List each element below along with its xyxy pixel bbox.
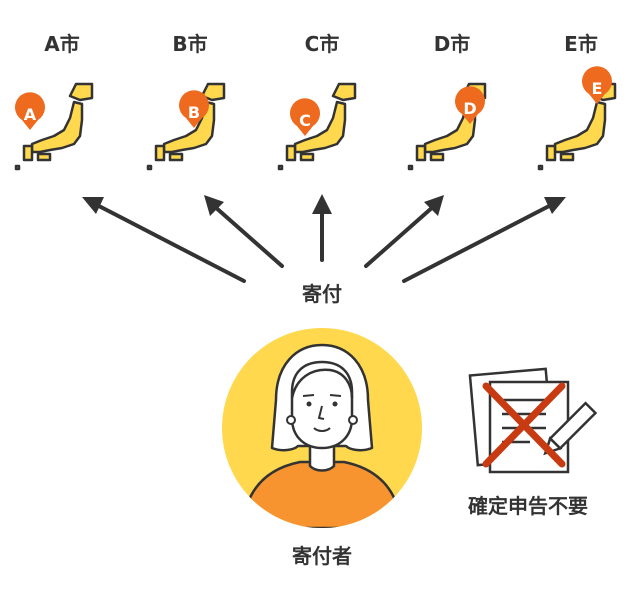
eye — [332, 401, 338, 407]
pin-c: C — [290, 98, 321, 136]
pin-a: A — [14, 92, 45, 130]
eyebrow — [302, 394, 315, 397]
no-tax-return-icon — [468, 367, 598, 474]
location-pin-icon — [582, 66, 612, 104]
hair-fringe — [290, 368, 354, 399]
donor-label: 寄付者 — [292, 544, 352, 568]
city-label-e: E市 — [564, 32, 598, 56]
donation-label: 寄付 — [302, 282, 342, 306]
earring — [348, 415, 358, 425]
city-label-b: B市 — [172, 32, 208, 56]
eyebrow — [329, 394, 342, 397]
eye — [306, 401, 312, 407]
arrow-icon — [364, 204, 436, 268]
arrow-icon — [204, 195, 224, 216]
mouth — [313, 427, 331, 432]
location-pin-icon — [290, 98, 321, 136]
arrow-icon — [424, 195, 444, 216]
arrow-icon — [82, 197, 104, 214]
pin-letter: D — [463, 99, 476, 118]
pin-letter: B — [188, 103, 200, 122]
location-pin-icon — [455, 86, 486, 124]
city-label-d: D市 — [433, 32, 471, 56]
nose — [317, 405, 325, 420]
no-tax-return-label: 確定申告不要 — [468, 494, 588, 518]
arrows — [93, 202, 555, 283]
arrowheads — [82, 194, 566, 216]
arrow-icon — [312, 194, 332, 214]
arrow-icon — [544, 197, 566, 214]
arrow-icon — [402, 202, 555, 283]
earring — [286, 415, 296, 425]
pin-letter: A — [24, 105, 37, 124]
arrow-icon — [212, 204, 284, 268]
pin-letter: E — [592, 79, 603, 98]
map-e — [537, 82, 617, 171]
pin-b: B — [179, 90, 209, 128]
japan-map-icon — [537, 82, 617, 171]
pin-letter: C — [299, 111, 311, 130]
pin-d: D — [455, 86, 486, 124]
arrow-icon — [93, 202, 246, 283]
location-pin-icon — [14, 92, 45, 130]
map-c — [277, 82, 357, 171]
pin-e: E — [582, 66, 612, 104]
city-label-a: A市 — [44, 32, 80, 56]
japan-map-icon — [277, 82, 357, 171]
pencil-icon — [543, 401, 598, 456]
location-pin-icon — [179, 90, 209, 128]
cross-icon — [482, 382, 566, 468]
city-label-c: C市 — [304, 32, 340, 56]
